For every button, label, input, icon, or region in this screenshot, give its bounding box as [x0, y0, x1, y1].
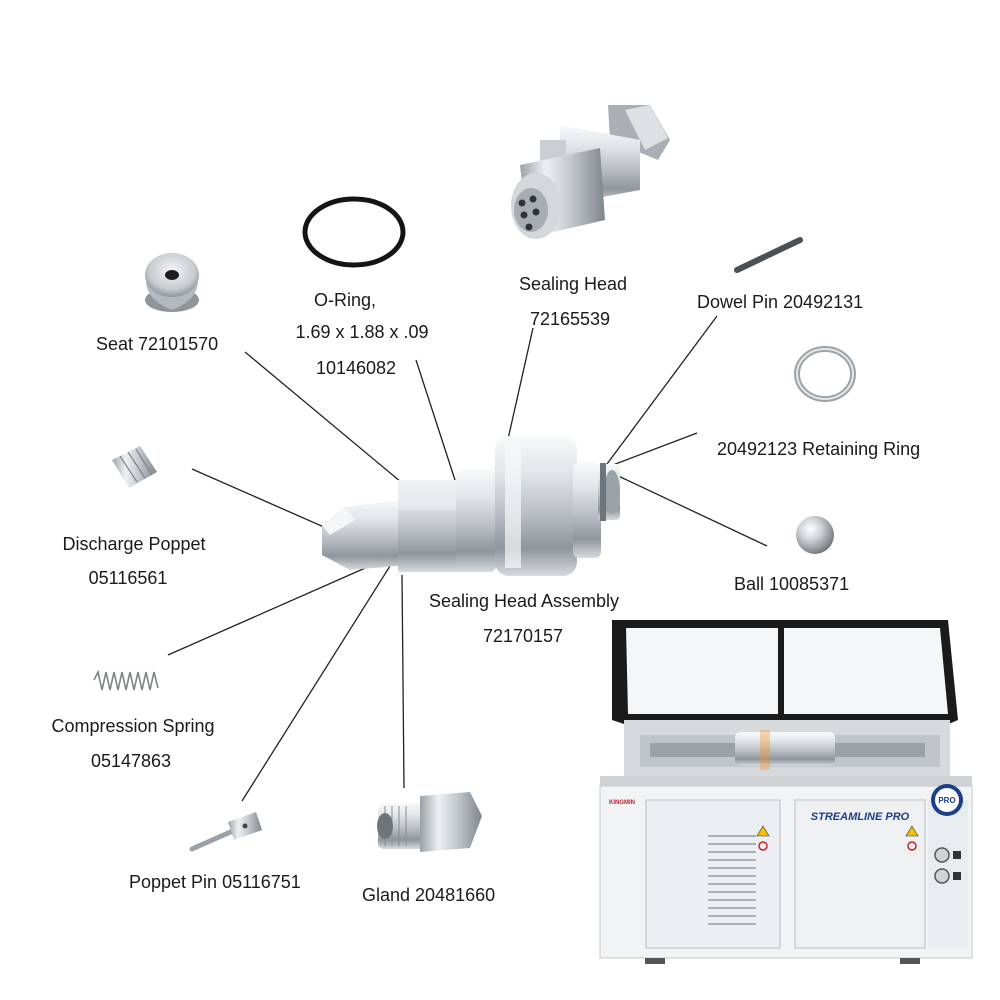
ball-part: [796, 516, 834, 554]
compression-spring-part: [93, 669, 159, 691]
label-assembly-title: Sealing Head Assembly: [428, 591, 620, 611]
sealing-head-part: [511, 105, 670, 239]
label-oring-size: 1.69 x 1.88 x .09: [295, 322, 429, 342]
machine-brand-label: STREAMLINE PRO: [811, 811, 910, 823]
label-discharge-poppet-part: 05116561: [88, 568, 168, 588]
leader-poppet-pin: [241, 565, 391, 802]
label-sealing-head-part: 72165539: [529, 309, 611, 329]
label-gland: Gland 20481660: [362, 885, 496, 905]
machine-logo: KINGMIN: [609, 800, 635, 806]
label-assembly-part: 72170157: [482, 626, 564, 646]
leader-retaining-ring: [604, 432, 698, 469]
leader-dowel-pin: [606, 315, 718, 465]
discharge-poppet-part: [112, 446, 157, 488]
retaining-ring-part: [794, 346, 856, 402]
seat-part: [145, 253, 199, 312]
leader-ball: [611, 472, 768, 547]
label-spring-title: Compression Spring: [51, 716, 215, 736]
label-oring-part: 10146082: [315, 358, 397, 378]
leader-lines: [167, 315, 768, 802]
oring-part: [302, 196, 406, 268]
leader-seat: [244, 351, 414, 493]
leader-gland: [401, 574, 405, 789]
label-discharge-poppet-title: Discharge Poppet: [62, 534, 206, 554]
dowel-pin-part: [734, 237, 803, 273]
machine-badge: PRO: [938, 796, 955, 805]
poppet-pin-part: [189, 812, 262, 852]
waterjet-machine-image: PRO STREAMLINE PRO KINGMIN: [599, 620, 973, 964]
label-sealing-head-title: Sealing Head: [518, 274, 628, 294]
label-spring-part: 05147863: [90, 751, 172, 771]
label-oring-title: O-Ring,: [313, 290, 377, 310]
label-retaining-ring: 20492123 Retaining Ring: [717, 439, 921, 459]
leader-spring: [167, 557, 389, 656]
label-seat: Seat 72101570: [96, 334, 219, 354]
gland-part: [377, 792, 482, 852]
label-ball: Ball 10085371: [734, 574, 850, 594]
label-poppet-pin: Poppet Pin 05116751: [129, 872, 301, 892]
label-dowel-pin: Dowel Pin 20492131: [697, 292, 864, 312]
leader-oring: [415, 359, 456, 481]
sealing-head-assembly-part: [322, 436, 620, 576]
